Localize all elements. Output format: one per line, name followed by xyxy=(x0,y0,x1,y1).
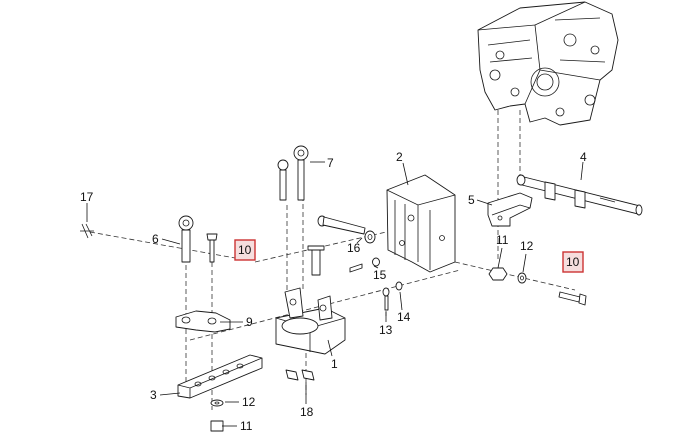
callout-3: 3 xyxy=(150,388,157,402)
callout-9: 9 xyxy=(246,315,253,329)
bolt-part-10-left xyxy=(206,233,218,263)
callout-12-lower: 12 xyxy=(242,395,256,409)
washer-part-12-right xyxy=(517,272,527,284)
callout-12-right: 12 xyxy=(520,239,534,253)
pin-small xyxy=(277,159,289,201)
callout-16: 16 xyxy=(347,241,361,255)
callout-11-lower: 11 xyxy=(240,419,253,433)
callout-11-right: 11 xyxy=(496,233,509,247)
nut-part-11-right xyxy=(488,267,508,281)
bolt-part-13 xyxy=(382,287,390,311)
callout-17: 17 xyxy=(80,190,94,204)
highlight-box-10-right xyxy=(562,251,584,273)
callout-labels: 1 2 3 4 5 6 7 9 10 10 11 11 12 12 13 14 … xyxy=(80,150,587,433)
nut-part-15 xyxy=(349,257,380,273)
leader-lines xyxy=(86,161,584,427)
pin-part-7 xyxy=(293,145,309,201)
bolt-part-10-right xyxy=(558,291,587,306)
callout-10-right: 10 xyxy=(566,255,580,269)
clamp-part-9 xyxy=(175,310,231,333)
callout-14: 14 xyxy=(397,310,411,324)
drawbar-part-3 xyxy=(177,354,263,399)
callout-5: 5 xyxy=(468,193,475,207)
dowels-part-18 xyxy=(285,369,315,381)
bolt-part-16 xyxy=(317,215,376,244)
nut-part-11-lower xyxy=(210,420,224,432)
callout-18: 18 xyxy=(300,405,314,419)
pin-part-6 xyxy=(178,215,194,263)
callout-15: 15 xyxy=(373,268,387,282)
transmission-housing xyxy=(477,1,619,126)
washer-part-14 xyxy=(395,281,403,291)
callout-10-left: 10 xyxy=(238,243,252,257)
clip-part-17 xyxy=(80,223,94,239)
callout-6: 6 xyxy=(152,232,159,246)
highlight-box-10-left xyxy=(234,239,256,261)
pin-part-near-box xyxy=(307,245,325,276)
cross-shaft-part-4 xyxy=(516,174,643,216)
callout-13: 13 xyxy=(379,323,393,337)
hitch-part-1 xyxy=(275,287,346,355)
callout-4: 4 xyxy=(580,150,587,164)
callout-7: 7 xyxy=(327,156,334,170)
washer-part-12-lower xyxy=(210,399,224,407)
callout-2: 2 xyxy=(396,150,403,164)
callout-1: 1 xyxy=(331,357,338,371)
bracket-part-5 xyxy=(487,192,533,227)
mounting-box-part-2 xyxy=(386,174,456,273)
